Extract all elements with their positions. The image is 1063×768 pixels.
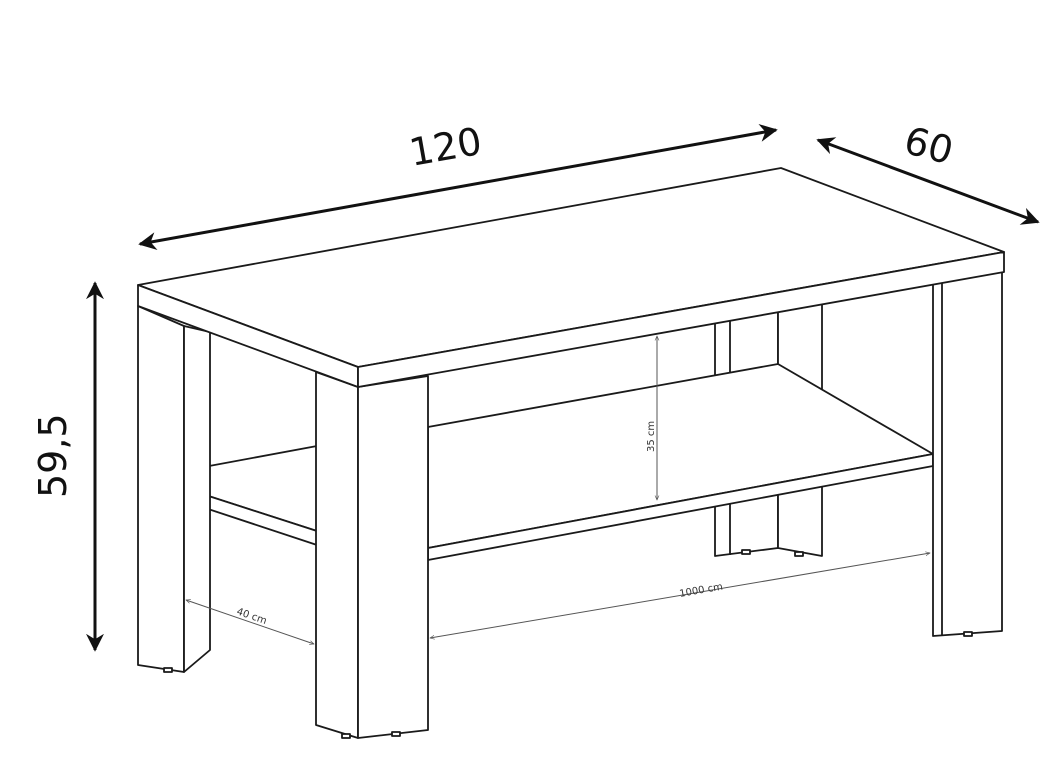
shelf-width-dim-line (430, 553, 930, 638)
lower-shelf (192, 363, 934, 561)
shelf-depth-label: 40 cm (235, 606, 268, 627)
shelf-depth-dim-line (186, 600, 314, 644)
front-left-leg (315, 371, 429, 739)
depth-label: 60 (900, 118, 958, 173)
depth-arrow (816, 137, 1040, 225)
width-label: 120 (406, 119, 485, 175)
front-right-leg (932, 269, 1003, 637)
shelf-width-label: 1000 cm (679, 582, 724, 600)
back-left-leg (137, 305, 211, 673)
interior-dimensions (186, 336, 930, 644)
height-label: 59,5 (31, 413, 75, 498)
shelf-clearance-label: 35 cm (646, 421, 657, 452)
table-top (137, 167, 1005, 388)
width-arrow (138, 123, 778, 251)
table-drawing (137, 167, 1005, 739)
overall-dimensions (86, 123, 1040, 652)
